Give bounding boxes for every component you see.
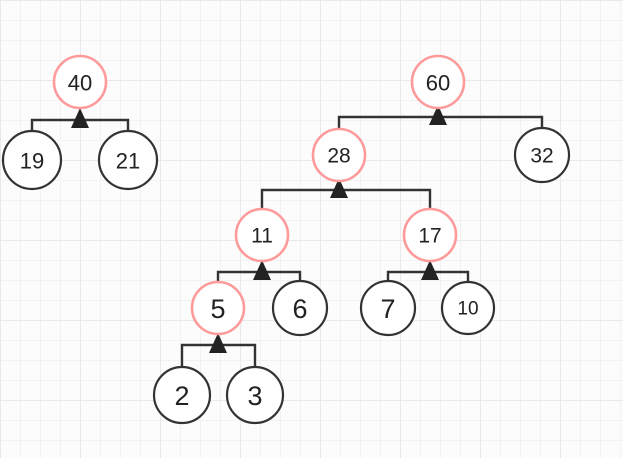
node-label: 5 — [210, 294, 225, 324]
node-circle[interactable] — [410, 54, 466, 110]
node-label: 7 — [380, 294, 395, 324]
nodes-layer: 40 19 21 60 28 32 11 17 5 6 7 10 2 3 — [1, 54, 571, 425]
node-label: 11 — [251, 225, 273, 248]
node-circle[interactable] — [234, 207, 290, 263]
tree-edge-group — [260, 178, 432, 209]
tree-node[interactable]: 21 — [97, 129, 159, 191]
tree-node[interactable]: 32 — [513, 126, 571, 184]
tree-node[interactable]: 7 — [359, 279, 417, 337]
node-circle[interactable] — [359, 279, 417, 337]
node-label: 10 — [457, 299, 478, 320]
tree-node[interactable]: 2 — [152, 365, 212, 425]
node-circle[interactable] — [225, 365, 285, 425]
tree-node[interactable]: 40 — [52, 54, 108, 110]
node-circle[interactable] — [271, 279, 329, 337]
edge-arrowhead — [71, 108, 89, 128]
tree-node[interactable]: 5 — [190, 280, 246, 336]
edges-layer — [30, 105, 544, 367]
node-label: 3 — [247, 381, 262, 411]
edge-arrowhead — [330, 178, 348, 198]
node-circle[interactable] — [1, 129, 63, 191]
node-circle[interactable] — [97, 129, 159, 191]
node-circle[interactable] — [152, 365, 212, 425]
node-circle[interactable] — [52, 54, 108, 110]
node-label: 60 — [426, 71, 450, 96]
node-label: 28 — [327, 145, 350, 168]
tree-node[interactable]: 19 — [1, 129, 63, 191]
node-label: 32 — [530, 145, 553, 168]
node-label: 2 — [174, 381, 189, 411]
node-label: 21 — [116, 149, 140, 174]
node-circle[interactable] — [190, 280, 246, 336]
tree-node[interactable]: 28 — [311, 127, 367, 183]
edge-arrowhead — [253, 260, 271, 280]
tree-edge-group — [216, 260, 302, 281]
tree-node[interactable]: 11 — [234, 207, 290, 263]
node-label: 6 — [292, 294, 307, 324]
tree-node[interactable]: 17 — [402, 207, 458, 263]
node-circle[interactable] — [311, 127, 367, 183]
tree-node[interactable]: 6 — [271, 279, 329, 337]
node-circle[interactable] — [440, 280, 496, 336]
edge-arrowhead — [429, 105, 447, 125]
node-circle[interactable] — [402, 207, 458, 263]
tree-edge-group — [180, 333, 257, 367]
node-circle[interactable] — [513, 126, 571, 184]
node-label: 40 — [68, 71, 92, 96]
tree-node[interactable]: 10 — [440, 280, 496, 336]
tree-edge-group — [386, 260, 470, 281]
node-label: 19 — [20, 149, 44, 174]
tree-edge-group — [30, 108, 130, 131]
edge-arrowhead — [421, 260, 439, 280]
edge-connector — [260, 188, 432, 209]
tree-node[interactable]: 60 — [410, 54, 466, 110]
node-label: 17 — [418, 225, 441, 248]
tree-edge-group — [337, 105, 544, 128]
edge-arrowhead — [209, 333, 227, 353]
tree-node[interactable]: 3 — [225, 365, 285, 425]
